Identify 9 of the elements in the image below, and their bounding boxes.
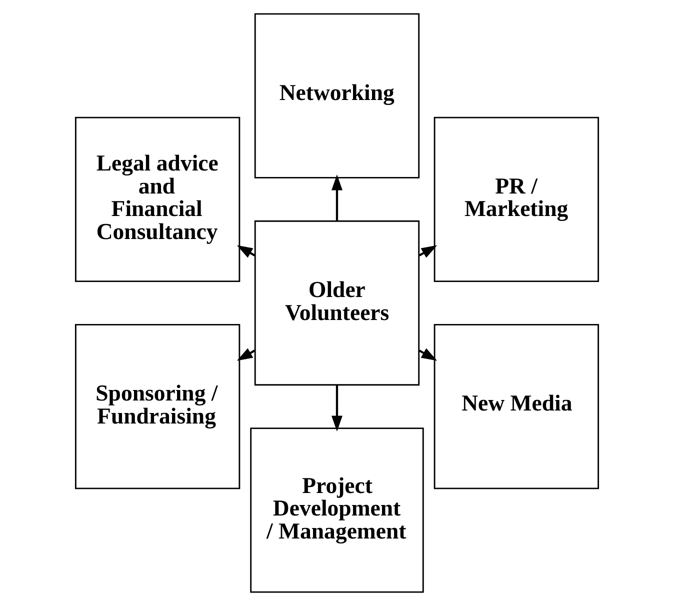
node-box: Sponsoring / Fundraising bbox=[74, 324, 240, 490]
arrow bbox=[331, 384, 342, 432]
node-box: Legal advice and Financial Consultancy bbox=[74, 116, 240, 282]
node-box: Older Volunteers bbox=[254, 220, 420, 386]
node-box: Project Development / Management bbox=[250, 428, 424, 593]
node-box: Networking bbox=[254, 13, 420, 178]
node-box: New Media bbox=[433, 324, 599, 490]
node-box: PR / Marketing bbox=[433, 116, 599, 282]
arrow bbox=[331, 174, 342, 222]
